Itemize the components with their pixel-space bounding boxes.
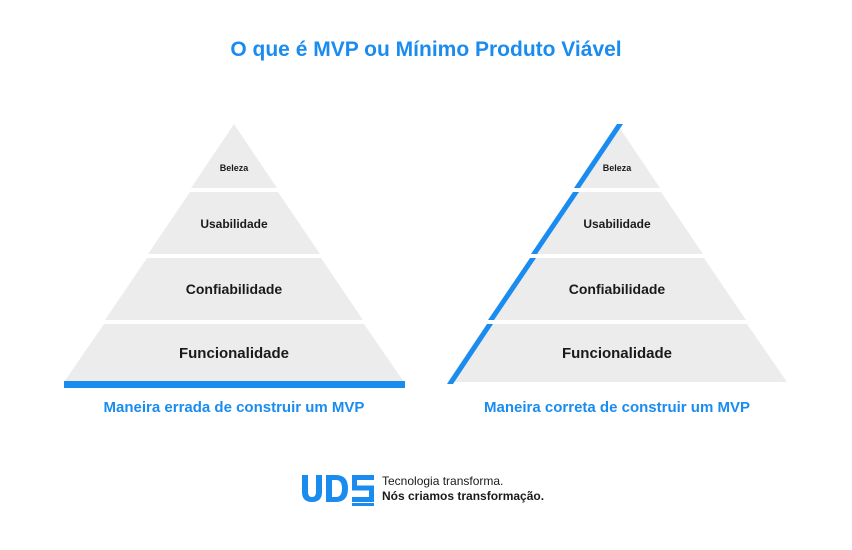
base-bar [64, 381, 405, 388]
side-bar-funcionalidade [447, 324, 493, 384]
level-label-usabilidade: Usabilidade [200, 217, 268, 231]
level-label-usabilidade: Usabilidade [583, 217, 651, 231]
tier-beleza [191, 124, 277, 188]
level-label-beleza: Beleza [220, 163, 250, 173]
tier-beleza [574, 124, 660, 188]
tier-confiabilidade [488, 258, 746, 320]
level-label-beleza: Beleza [603, 163, 633, 173]
tagline-primary: Tecnologia transforma. [382, 474, 504, 488]
page-title: O que é MVP ou Mínimo Produto Viável [230, 38, 622, 61]
side-bar-confiabilidade [488, 258, 536, 320]
side-bar-usabilidade [531, 192, 579, 254]
level-label-funcionalidade: Funcionalidade [179, 345, 289, 362]
tier-funcionalidade [447, 324, 787, 382]
level-label-funcionalidade: Funcionalidade [562, 345, 672, 362]
caption-correct: Maneira correta de construir um MVP [484, 399, 750, 416]
tier-usabilidade [531, 192, 703, 254]
level-label-confiabilidade: Confiabilidade [569, 281, 666, 297]
level-label-confiabilidade: Confiabilidade [186, 281, 283, 297]
tier-funcionalidade [64, 324, 404, 382]
side-bar-beleza [574, 124, 623, 188]
caption-wrong: Maneira errada de construir um MVP [103, 399, 365, 416]
pyramid-correct: Beleza Usabilidade Confiabilidade Funcio… [447, 124, 787, 384]
tagline-secondary: Nós criamos transformação. [382, 489, 545, 503]
tier-confiabilidade [105, 258, 363, 320]
uds-logo-icon [302, 475, 374, 506]
pyramid-wrong: Beleza Usabilidade Confiabilidade Funcio… [64, 124, 405, 388]
tier-usabilidade [148, 192, 320, 254]
